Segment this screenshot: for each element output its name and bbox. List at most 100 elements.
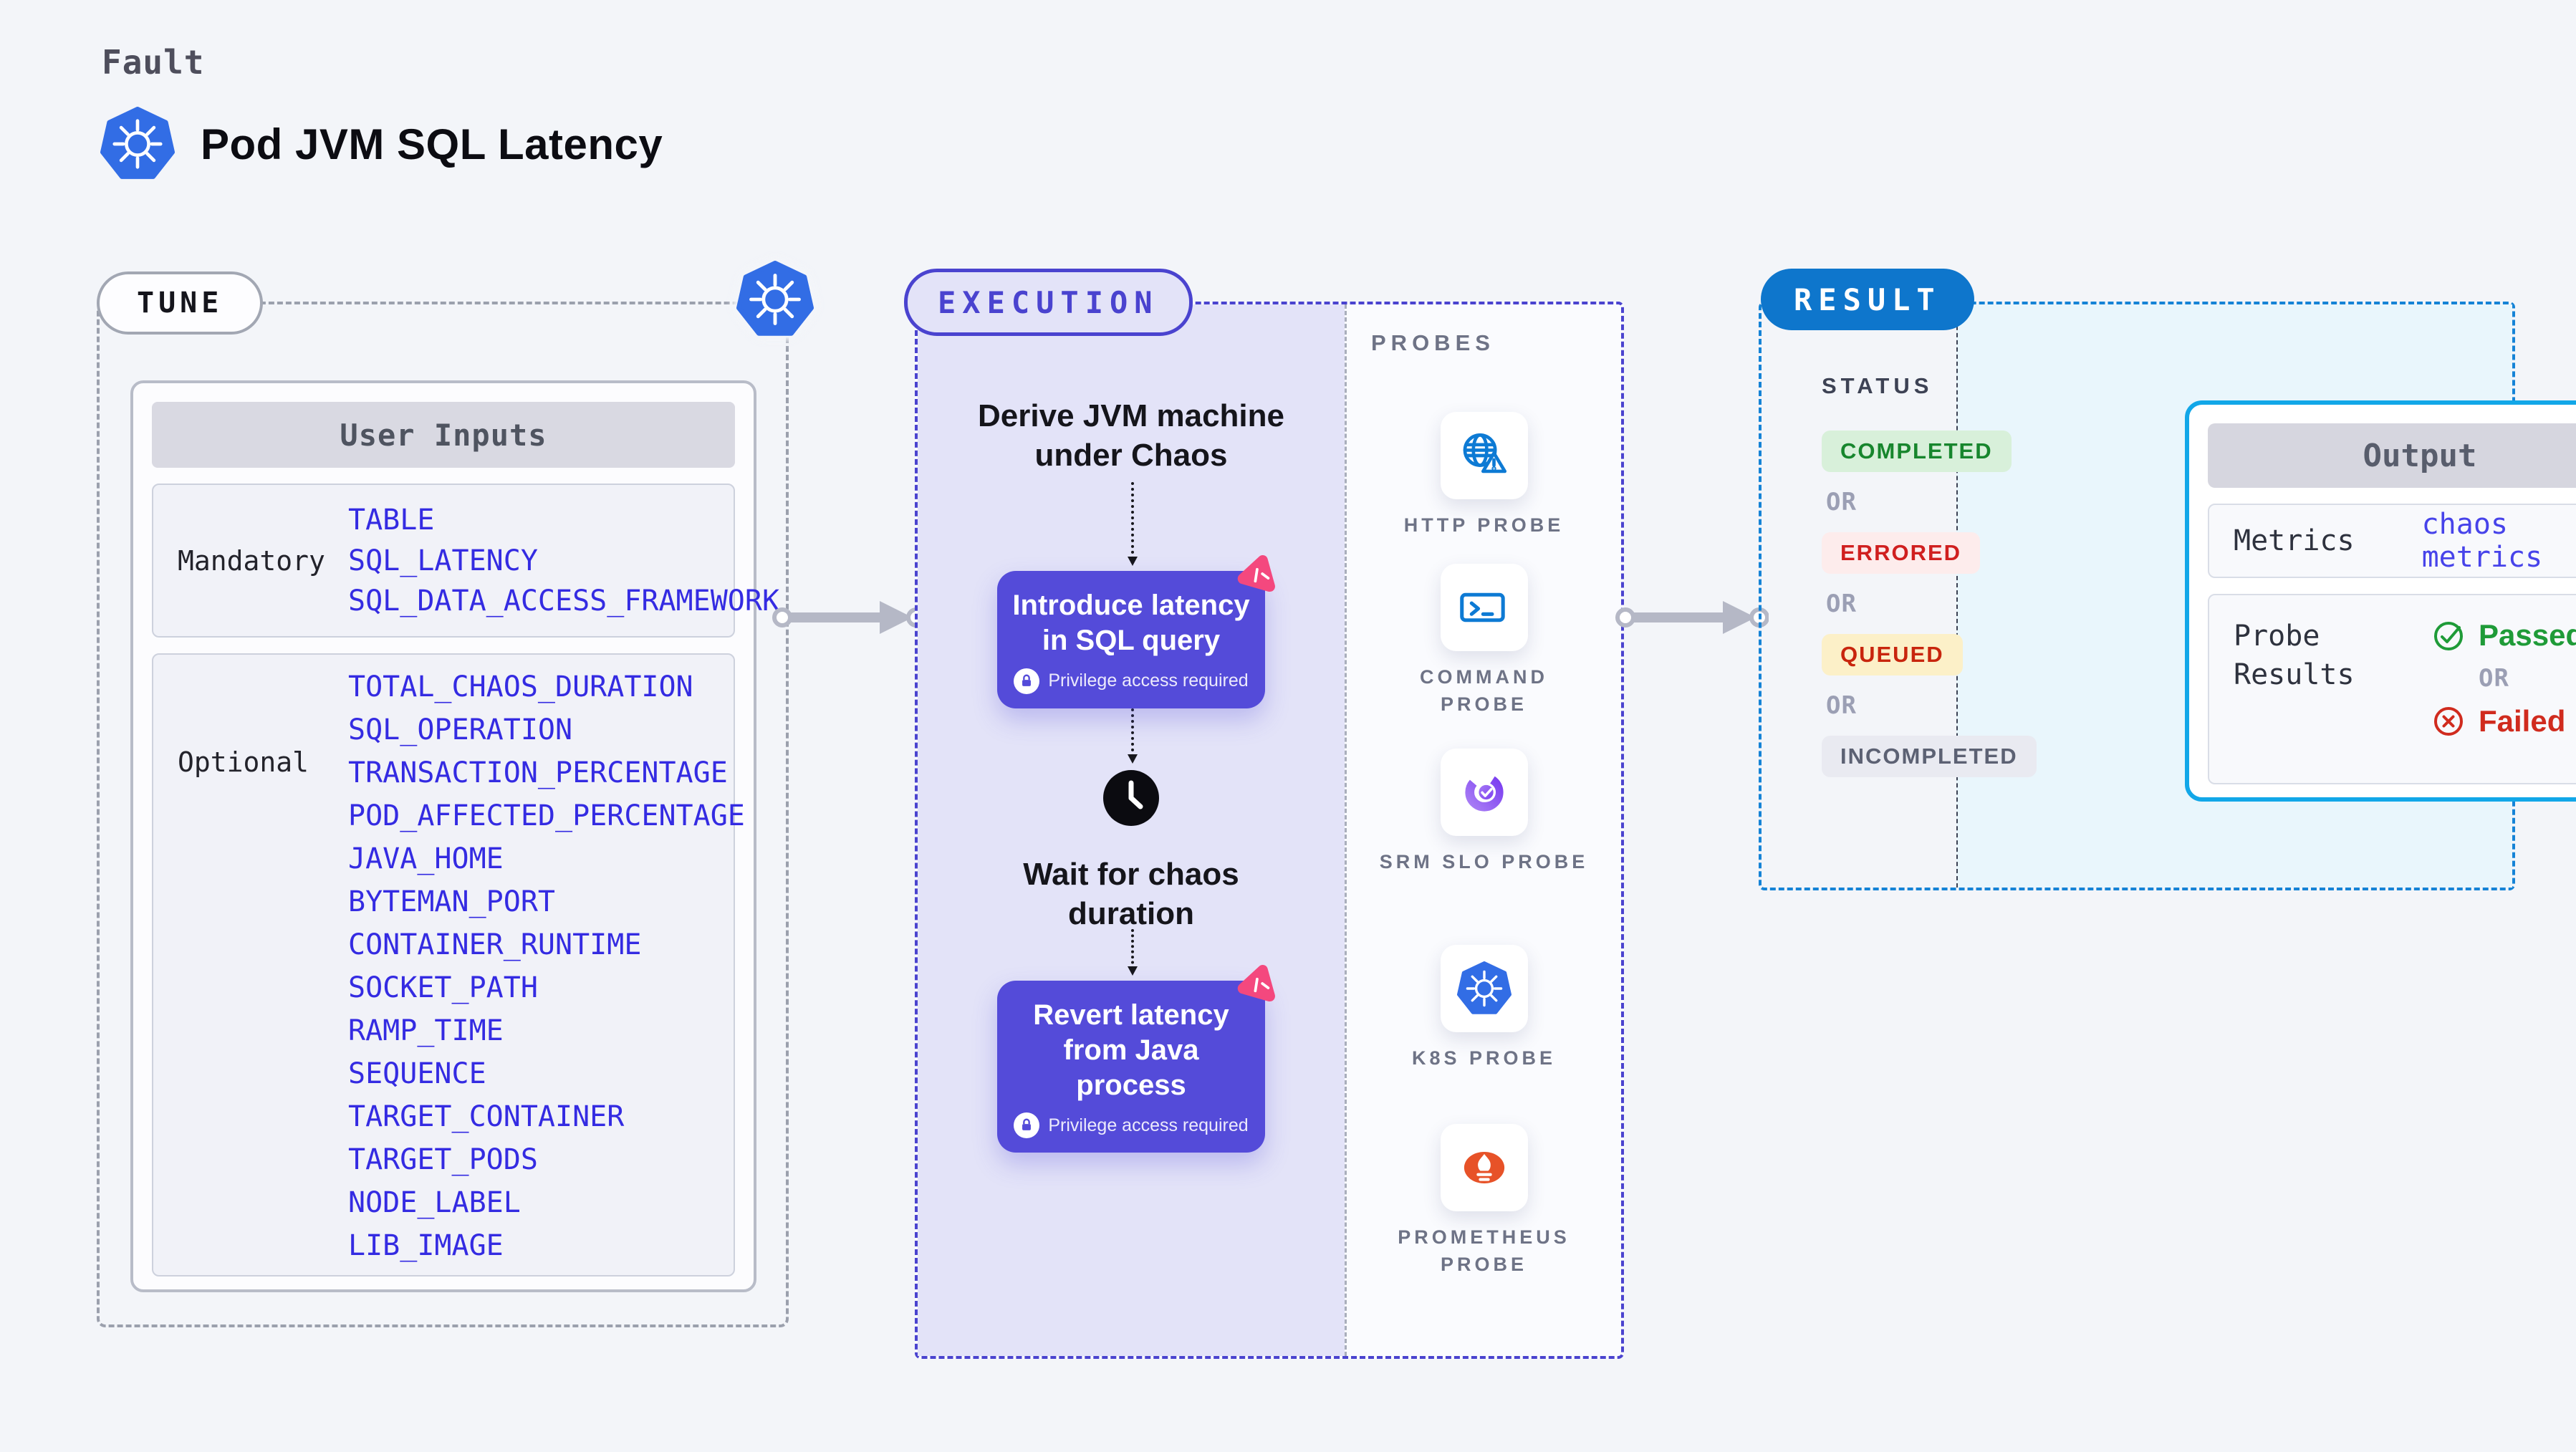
kubernetes-icon bbox=[736, 261, 814, 336]
probe-card bbox=[1440, 564, 1528, 651]
execution-pill: EXECUTION bbox=[904, 269, 1193, 336]
privilege-row: Privilege access required bbox=[1010, 1112, 1252, 1139]
status-badge-incompleted: INCOMPLETED bbox=[1822, 736, 2037, 777]
command-probe-icon bbox=[1459, 592, 1505, 622]
srm-slo-probe-icon bbox=[1464, 773, 1504, 812]
fault-eyebrow: Fault bbox=[102, 43, 205, 82]
optional-row: Optional TOTAL_CHAOS_DURATION SQL_OPERATI… bbox=[152, 653, 745, 1276]
input-param: POD_AFFECTED_PERCENTAGE bbox=[348, 799, 745, 832]
step-introduce-latency: Introduce latency in SQL query Privilege… bbox=[997, 554, 1275, 708]
user-inputs-header: User Inputs bbox=[152, 402, 735, 468]
input-param: TARGET_CONTAINER bbox=[348, 1100, 625, 1133]
title-row: Pod JVM SQL Latency bbox=[100, 106, 663, 182]
status-badge-errored: ERRORED bbox=[1822, 532, 1981, 574]
input-param: TABLE bbox=[348, 504, 435, 537]
probe-prometheus: PROMETHEUS PROBE bbox=[1380, 1124, 1589, 1279]
flow-arrow-down bbox=[1128, 691, 1138, 764]
probe-label: PROMETHEUS PROBE bbox=[1398, 1226, 1570, 1275]
or-label: OR bbox=[1826, 691, 1857, 720]
input-param: SQL_LATENCY bbox=[348, 544, 538, 577]
clock-icon bbox=[1103, 770, 1159, 826]
passed-label: Passed bbox=[2479, 618, 2576, 652]
input-param: JAVA_HOME bbox=[348, 842, 504, 875]
input-param: SEQUENCE bbox=[348, 1057, 486, 1090]
privilege-label: Privilege access required bbox=[1048, 670, 1249, 691]
action-title: Introduce latency in SQL query bbox=[1012, 590, 1250, 656]
execution-section: Derive JVM machine under Chaos Introduce… bbox=[915, 302, 1624, 1359]
flow-arrow-down bbox=[1128, 929, 1138, 976]
input-param: NODE_LABEL bbox=[348, 1186, 521, 1219]
mandatory-label: Mandatory bbox=[178, 544, 325, 577]
passed-line: Passed bbox=[2431, 618, 2576, 653]
probes-title: PROBES bbox=[1371, 330, 1495, 355]
step-derive-text: Derive JVM machine under Chaos bbox=[978, 398, 1284, 473]
or-label: OR bbox=[2479, 664, 2509, 693]
probe-k8s: K8S PROBE bbox=[1380, 945, 1589, 1072]
probe-label: HTTP PROBE bbox=[1403, 514, 1565, 536]
page-title: Pod JVM SQL Latency bbox=[201, 120, 663, 168]
lock-icon bbox=[1014, 1112, 1040, 1139]
probe-card bbox=[1440, 945, 1528, 1032]
tune-pill: TUNE bbox=[97, 271, 264, 335]
probe-results-values: Passed OR Failed bbox=[2398, 617, 2576, 761]
probes-column: PROBES HTTP PROBE bbox=[1345, 304, 1621, 1356]
output-header: Output bbox=[2208, 423, 2576, 488]
step-wait-text: Wait for chaos duration bbox=[1023, 857, 1239, 932]
user-inputs-card: User Inputs Mandatory TABLE SQL_LATENCY SQ… bbox=[130, 380, 779, 1292]
input-param: BYTEMAN_PORT bbox=[348, 885, 555, 918]
input-param: CONTAINER_RUNTIME bbox=[348, 928, 642, 961]
mandatory-row: Mandatory TABLE SQL_LATENCY SQL_DATA_ACCES… bbox=[152, 484, 779, 638]
input-param: SQL_OPERATION bbox=[348, 713, 573, 746]
or-label: OR bbox=[1826, 590, 1857, 618]
check-circle-icon bbox=[2434, 622, 2463, 650]
input-param: SOCKET_PATH bbox=[348, 971, 538, 1004]
flow-arrow-down bbox=[1128, 482, 1138, 566]
tune-section bbox=[97, 302, 789, 1327]
input-param: SQL_DATA_ACCESS_FRAMEWORK bbox=[348, 585, 780, 617]
mandatory-items: TABLE SQL_LATENCY SQL_DATA_ACCESS_FRAMEWOR… bbox=[348, 485, 779, 636]
kubernetes-icon bbox=[100, 107, 175, 179]
action-title: Revert latency from Java process bbox=[1033, 999, 1229, 1101]
probe-command: COMMAND PROBE bbox=[1380, 564, 1589, 718]
status-column: STATUS COMPLETED OR ERRORED OR QUEUED OR… bbox=[1762, 304, 2037, 793]
lock-icon bbox=[1014, 668, 1040, 694]
probe-card bbox=[1440, 749, 1528, 836]
probe-card bbox=[1440, 412, 1528, 499]
status-title: STATUS bbox=[1822, 373, 1933, 398]
failed-line: Failed bbox=[2431, 704, 2576, 739]
or-label: OR bbox=[1826, 488, 1857, 516]
prometheus-probe-icon bbox=[1464, 1151, 1504, 1184]
status-badge-queued: QUEUED bbox=[1822, 634, 1963, 675]
metrics-value: chaos metrics bbox=[2421, 508, 2543, 574]
privilege-label: Privilege access required bbox=[1048, 1115, 1249, 1135]
connector-tune-to-execution bbox=[772, 601, 926, 634]
input-param: LIB_IMAGE bbox=[348, 1229, 504, 1262]
probe-label: K8S PROBE bbox=[1411, 1047, 1557, 1069]
litmus-chaos-icon bbox=[1237, 554, 1275, 592]
optional-label: Optional bbox=[178, 746, 309, 778]
probe-label: COMMAND PROBE bbox=[1420, 666, 1548, 715]
metrics-label: Metrics bbox=[2234, 524, 2355, 557]
input-param: TARGET_PODS bbox=[348, 1143, 538, 1176]
privilege-row: Privilege access required bbox=[1010, 668, 1252, 694]
input-param: RAMP_TIME bbox=[348, 1014, 504, 1047]
k8s-probe-icon bbox=[1456, 961, 1512, 1014]
probe-results-row: Probe Results Passed OR bbox=[2208, 594, 2576, 784]
probe-results-label: Probe Results bbox=[2234, 620, 2355, 691]
http-probe-icon bbox=[1463, 433, 1506, 473]
probe-card bbox=[1440, 1124, 1528, 1211]
failed-label: Failed bbox=[2479, 704, 2566, 738]
output-panel: Output Metrics chaos metrics Probe Resul… bbox=[2185, 400, 2576, 802]
connector-execution-to-result bbox=[1615, 601, 1769, 634]
metrics-row: Metrics chaos metrics bbox=[2208, 504, 2576, 578]
input-param: TRANSACTION_PERCENTAGE bbox=[348, 756, 728, 789]
x-circle-icon bbox=[2434, 707, 2463, 736]
step-revert-latency: Revert latency from Java process Privile… bbox=[997, 964, 1275, 1153]
probe-srm-slo: SRM SLO PROBE bbox=[1380, 749, 1589, 876]
status-badge-completed: COMPLETED bbox=[1822, 431, 2012, 472]
input-param: TOTAL_CHAOS_DURATION bbox=[348, 670, 693, 703]
optional-items: TOTAL_CHAOS_DURATION SQL_OPERATION TRANSAC… bbox=[348, 655, 745, 1275]
result-section: Output Metrics chaos metrics Probe Resul… bbox=[1759, 302, 2576, 890]
probe-http: HTTP PROBE bbox=[1380, 412, 1589, 539]
